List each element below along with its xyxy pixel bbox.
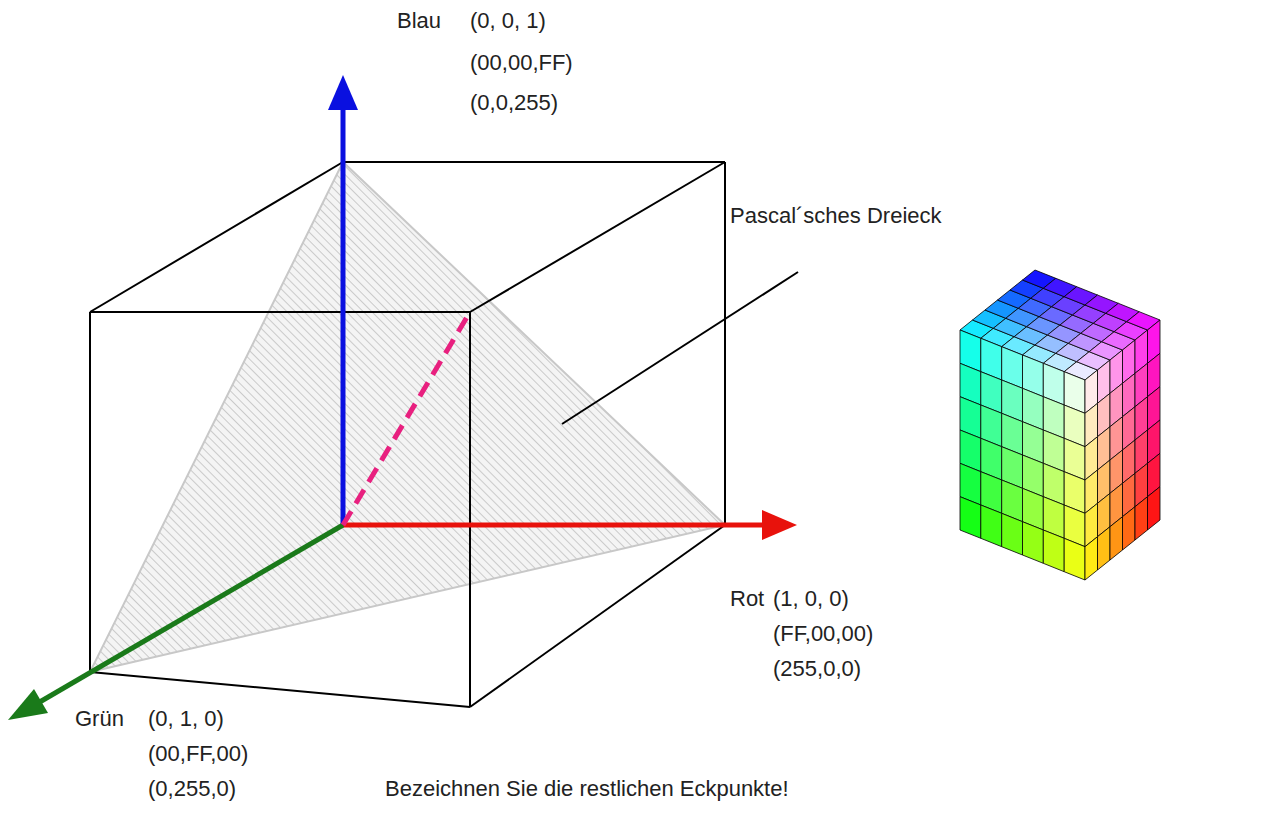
color-cell — [1148, 487, 1161, 530]
arrow-head — [8, 689, 48, 720]
color-cell — [1135, 497, 1148, 540]
leader-line — [562, 272, 798, 424]
color-cell — [1043, 530, 1064, 572]
corner-label: Grün — [75, 706, 124, 732]
red-axis — [343, 523, 765, 528]
color-cell — [1110, 517, 1123, 560]
corner-label: (0, 1, 0) — [148, 706, 224, 732]
corner-label: (00,FF,00) — [148, 741, 248, 767]
cube-edges — [90, 162, 725, 707]
corner-label: (1, 0, 0) — [773, 586, 849, 612]
color-cell — [1064, 538, 1085, 580]
corner-label: Blau — [397, 8, 441, 34]
corner-label: (255,0,0) — [773, 656, 861, 682]
color-cell — [960, 497, 981, 539]
color-cell — [1085, 537, 1098, 580]
color-triangle — [90, 162, 725, 672]
corner-label: (00,00,FF) — [470, 50, 573, 76]
color-cell — [1098, 527, 1111, 570]
corner-label: (FF,00,00) — [773, 621, 873, 647]
task-note: Bezeichnen Sie die restlichen Eckpunkte! — [385, 776, 789, 802]
corner-label: (0,0,255) — [470, 90, 558, 116]
green-axis — [38, 525, 343, 703]
corner-label: (0, 0, 1) — [470, 8, 546, 34]
color-cell — [1002, 513, 1023, 555]
grey-diagonal — [343, 312, 470, 525]
color-cell — [1123, 507, 1136, 550]
color-cell — [1023, 522, 1044, 564]
callout-label: Pascal´sches Dreieck — [730, 203, 942, 229]
color-cube — [960, 270, 1160, 580]
arrow-head — [328, 75, 358, 110]
corner-label: Rot — [730, 586, 764, 612]
color-cell — [981, 505, 1002, 547]
blue-axis — [341, 105, 346, 525]
arrow-head — [762, 510, 797, 540]
corner-label: (0,255,0) — [148, 776, 236, 802]
